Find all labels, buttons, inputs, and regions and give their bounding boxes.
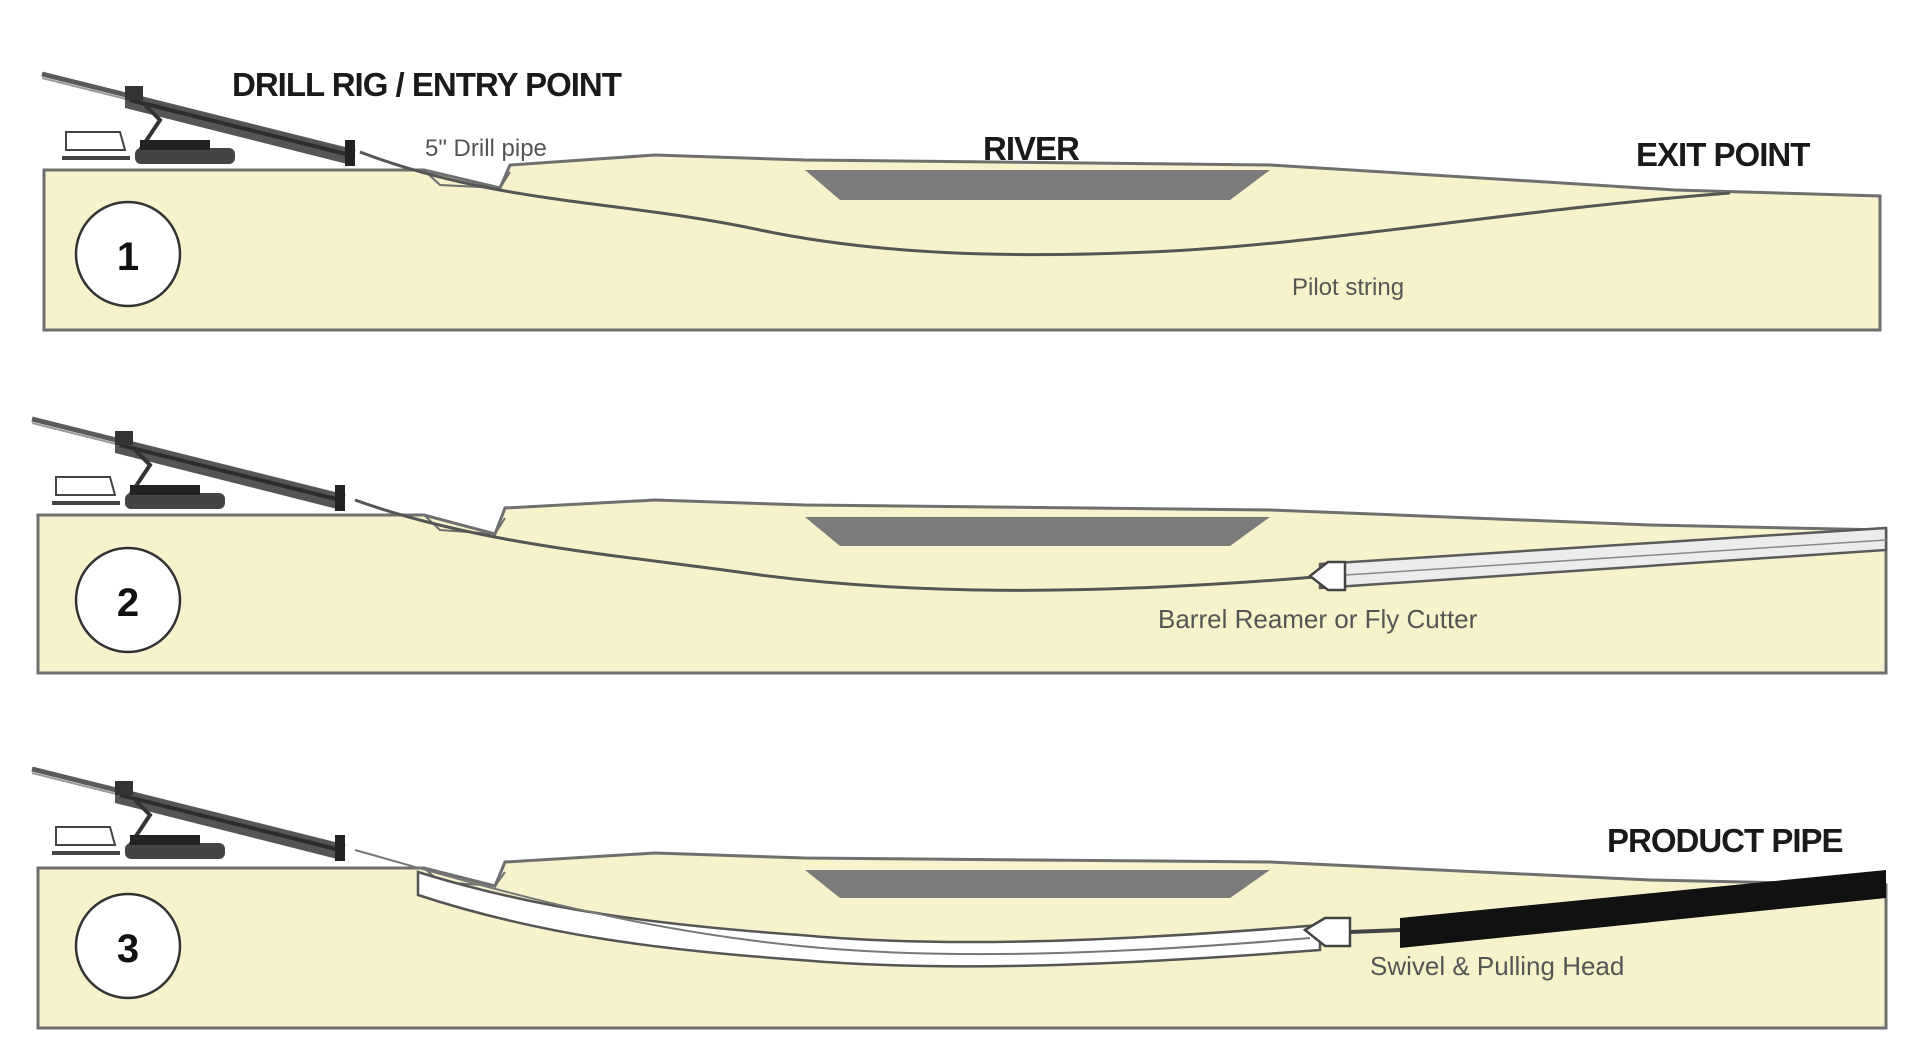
drill-rig-stage-3 bbox=[31, 766, 346, 861]
barrel-reamer bbox=[1307, 560, 1347, 592]
river-stage-2 bbox=[805, 517, 1270, 546]
stage-badge-1 bbox=[74, 200, 182, 308]
label-barrel-reamer: Barrel Reamer or Fly Cutter bbox=[1158, 604, 1478, 634]
pilot-string bbox=[359, 150, 1731, 257]
reamed-hole-stage-3 bbox=[416, 870, 1322, 968]
label-entry-point: DRILL RIG / ENTRY POINT bbox=[232, 66, 622, 103]
swivel bbox=[1349, 928, 1401, 934]
panel-stage-3: 3 PRODUCT PIPE Swivel & Pulling Head bbox=[31, 766, 1888, 1030]
label-river: RIVER bbox=[983, 130, 1080, 167]
panel-stage-2: 2 Barrel Reamer or Fly Cutter bbox=[31, 416, 1888, 675]
stage-number-3: 3 bbox=[117, 927, 139, 971]
ground-stage-1 bbox=[42, 153, 1882, 332]
ground-stage-2 bbox=[36, 498, 1888, 675]
river-stage-3 bbox=[805, 870, 1270, 898]
stage-badge-2 bbox=[74, 546, 182, 654]
label-product-pipe: PRODUCT PIPE bbox=[1607, 822, 1843, 859]
label-swivel-pulling-head: Swivel & Pulling Head bbox=[1370, 951, 1624, 981]
label-drill-pipe: 5" Drill pipe bbox=[425, 135, 547, 162]
river-stage-1 bbox=[805, 170, 1270, 200]
drill-rig-stage-1 bbox=[41, 71, 356, 166]
stage-badge-3 bbox=[74, 892, 182, 1000]
panel-stage-1: 1 DRILL RIG / ENTRY POINT 5" Drill pipe … bbox=[41, 66, 1882, 332]
stage-number-2: 2 bbox=[117, 581, 139, 625]
label-pilot-string: Pilot string bbox=[1292, 274, 1404, 301]
entry-pit-stage-1 bbox=[423, 169, 511, 190]
drill-rig-stage-2 bbox=[31, 416, 346, 511]
label-exit-point: EXIT POINT bbox=[1636, 136, 1810, 173]
drill-string-stage-2 bbox=[354, 498, 1316, 592]
stage-number-1: 1 bbox=[117, 235, 139, 279]
product-pipe bbox=[1400, 870, 1886, 948]
